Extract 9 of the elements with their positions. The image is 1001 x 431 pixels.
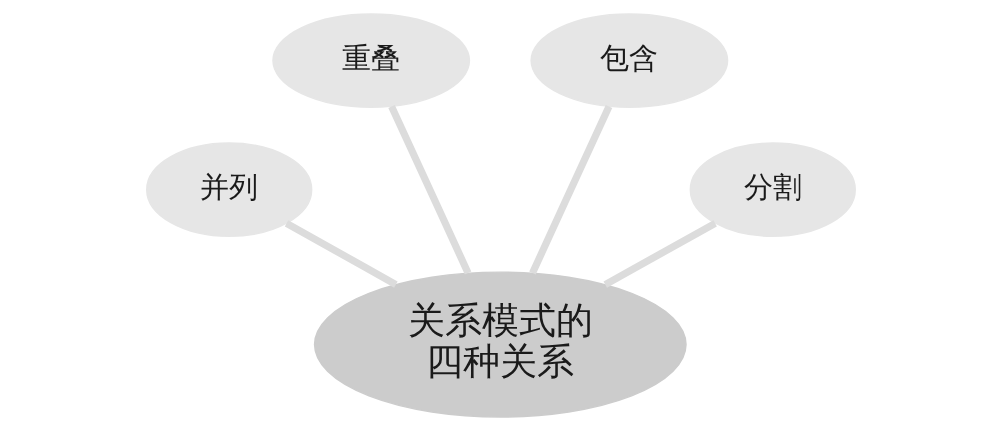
connector	[387, 104, 471, 275]
node-ellipse: 分割	[689, 142, 856, 237]
node-ellipse: 包含	[529, 13, 728, 108]
connector	[284, 220, 398, 288]
connector	[528, 104, 612, 275]
node-ellipse: 并列	[145, 142, 312, 237]
node-ellipse: 重叠	[271, 13, 470, 108]
connector	[603, 220, 717, 288]
node-ellipse: 关系模式的四种关系	[313, 271, 687, 418]
